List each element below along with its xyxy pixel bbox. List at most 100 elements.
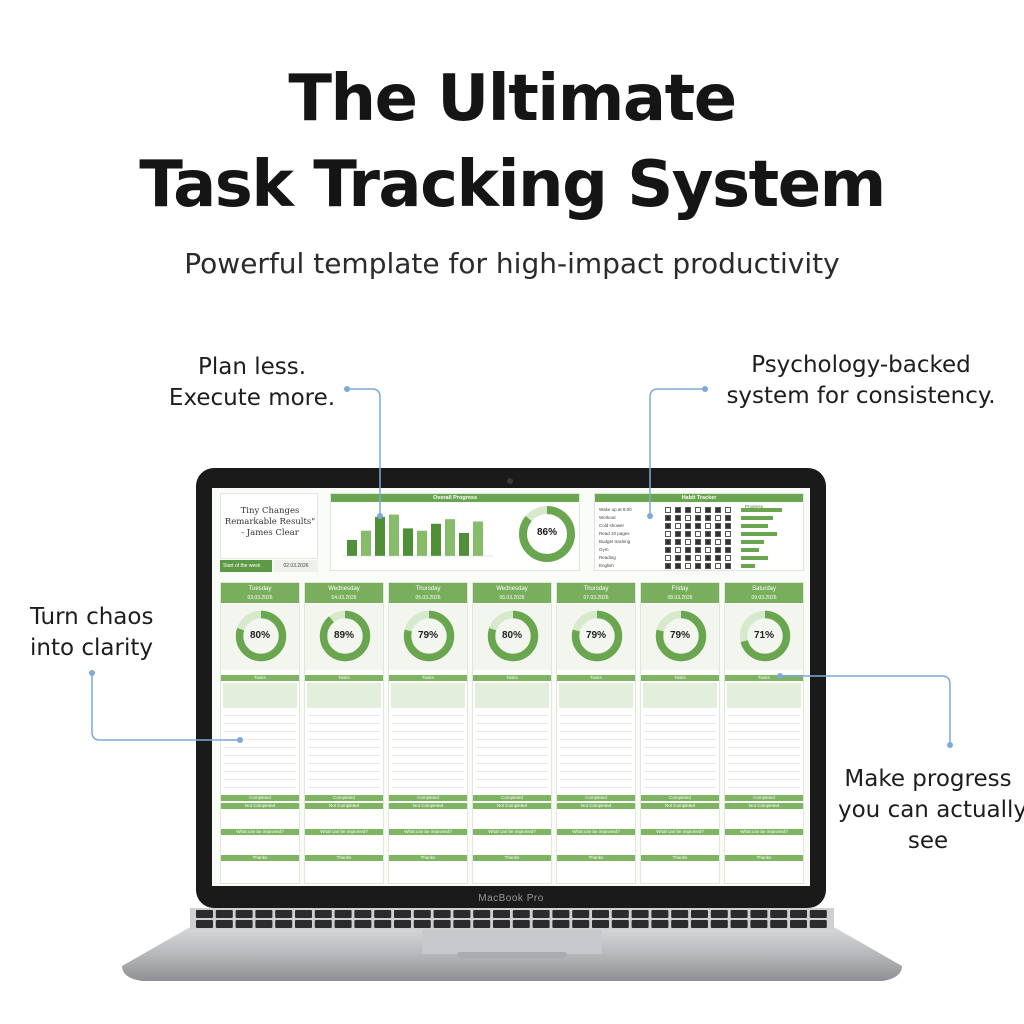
habit-checkbox[interactable]: [705, 539, 711, 545]
keyboard-key: [374, 910, 392, 918]
habit-checkbox[interactable]: [665, 507, 671, 513]
day-section-header: Thanks: [641, 855, 719, 861]
habit-checkbox[interactable]: [685, 531, 691, 537]
keyboard-key: [295, 910, 312, 918]
keyboard-key: [275, 920, 293, 928]
habit-checkbox[interactable]: [715, 539, 721, 545]
habit-checkbox[interactable]: [705, 563, 711, 569]
habit-checkbox[interactable]: [695, 555, 701, 561]
habit-checkbox[interactable]: [705, 523, 711, 529]
habit-checkbox[interactable]: [675, 563, 681, 569]
overall-progress-percent: 86%: [536, 527, 557, 538]
habit-checkbox[interactable]: [715, 547, 721, 553]
habit-checkbox[interactable]: [715, 531, 721, 537]
keyboard-key: [750, 920, 768, 928]
task-row-line: [224, 763, 296, 764]
habit-checkbox[interactable]: [675, 507, 681, 513]
habit-checkbox[interactable]: [675, 555, 681, 561]
habit-checkbox[interactable]: [715, 515, 721, 521]
habit-checkbox[interactable]: [665, 531, 671, 537]
overall-bar: [473, 521, 483, 556]
task-row-line: [308, 715, 380, 716]
habit-checkbox[interactable]: [675, 523, 681, 529]
habit-checkbox[interactable]: [695, 547, 701, 553]
keyboard: [190, 908, 834, 930]
habit-checkbox[interactable]: [705, 507, 711, 513]
habit-checkbox[interactable]: [675, 515, 681, 521]
keyboard-key: [413, 920, 431, 928]
habit-checkbox[interactable]: [725, 563, 731, 569]
habit-checkbox[interactable]: [725, 539, 731, 545]
habit-checkbox[interactable]: [685, 555, 691, 561]
habit-checkbox[interactable]: [715, 555, 721, 561]
habit-checkbox[interactable]: [715, 563, 721, 569]
habit-checkbox[interactable]: [675, 539, 681, 545]
keyboard-key: [413, 910, 431, 918]
habit-checkbox[interactable]: [695, 523, 701, 529]
habit-checkbox[interactable]: [695, 539, 701, 545]
habit-name: Wake up at 6:00: [599, 507, 632, 512]
keyboard-key: [453, 920, 471, 928]
habit-checkbox[interactable]: [725, 507, 731, 513]
task-row-line: [644, 787, 716, 788]
task-row-line: [728, 747, 800, 748]
habit-checkbox[interactable]: [705, 515, 711, 521]
habit-checkbox[interactable]: [685, 539, 691, 545]
habit-checkbox[interactable]: [685, 515, 691, 521]
habit-checkbox[interactable]: [675, 547, 681, 553]
habit-checkbox[interactable]: [715, 523, 721, 529]
task-row-line: [224, 747, 296, 748]
habit-checkbox[interactable]: [695, 531, 701, 537]
task-row-line: [476, 723, 548, 724]
habit-checkbox[interactable]: [695, 563, 701, 569]
keyboard-key: [809, 920, 827, 928]
habit-progress-bar: [741, 564, 755, 568]
habit-checkbox[interactable]: [725, 515, 731, 521]
habit-checkbox[interactable]: [725, 523, 731, 529]
habit-checkbox[interactable]: [685, 523, 691, 529]
habit-checkbox[interactable]: [725, 547, 731, 553]
habit-checkbox[interactable]: [665, 563, 671, 569]
keyboard-key: [493, 910, 510, 918]
task-row-line: [728, 763, 800, 764]
habit-checkbox[interactable]: [715, 507, 721, 513]
keyboard-key: [295, 920, 312, 928]
habit-checkbox[interactable]: [705, 555, 711, 561]
day-section-header: What can be improved?: [473, 829, 551, 835]
day-section-header: Tasks: [557, 675, 635, 681]
habit-checkbox[interactable]: [665, 523, 671, 529]
task-row-line: [392, 715, 464, 716]
task-row-highlight: [559, 691, 633, 699]
habit-checkbox[interactable]: [675, 531, 681, 537]
task-row-line: [560, 691, 632, 692]
habit-checkbox[interactable]: [695, 515, 701, 521]
habit-checkbox[interactable]: [695, 507, 701, 513]
task-row-line: [728, 707, 800, 708]
day-section-header: Thanks: [389, 855, 467, 861]
day-date: 04.03.2026: [331, 595, 357, 601]
day-donut-area: 71%: [725, 604, 803, 670]
habit-checkbox[interactable]: [725, 555, 731, 561]
keyboard-key: [532, 920, 550, 928]
task-row-line: [644, 747, 716, 748]
habit-checkbox[interactable]: [685, 547, 691, 553]
quote-panel: Tiny Changes Remarkable Results" - James…: [220, 493, 318, 559]
day-section-header: Not Completed: [389, 803, 467, 809]
habit-checkbox[interactable]: [725, 531, 731, 537]
task-row-highlight: [559, 683, 633, 691]
habit-checkbox[interactable]: [685, 563, 691, 569]
start-of-week-date[interactable]: 02.03.2026: [274, 560, 318, 572]
habit-checkbox[interactable]: [665, 555, 671, 561]
habit-checkbox[interactable]: [705, 547, 711, 553]
habit-name: Budget tracking: [599, 539, 631, 544]
habit-checkbox[interactable]: [665, 539, 671, 545]
task-row-line: [476, 771, 548, 772]
habit-checkbox[interactable]: [685, 507, 691, 513]
habit-checkbox[interactable]: [705, 531, 711, 537]
habit-checkbox[interactable]: [665, 547, 671, 553]
day-date: 07.03.2026: [583, 595, 609, 601]
day-donut-arc: [739, 610, 791, 662]
quote-line-3: - James Clear: [241, 528, 299, 538]
habit-checkbox[interactable]: [665, 515, 671, 521]
